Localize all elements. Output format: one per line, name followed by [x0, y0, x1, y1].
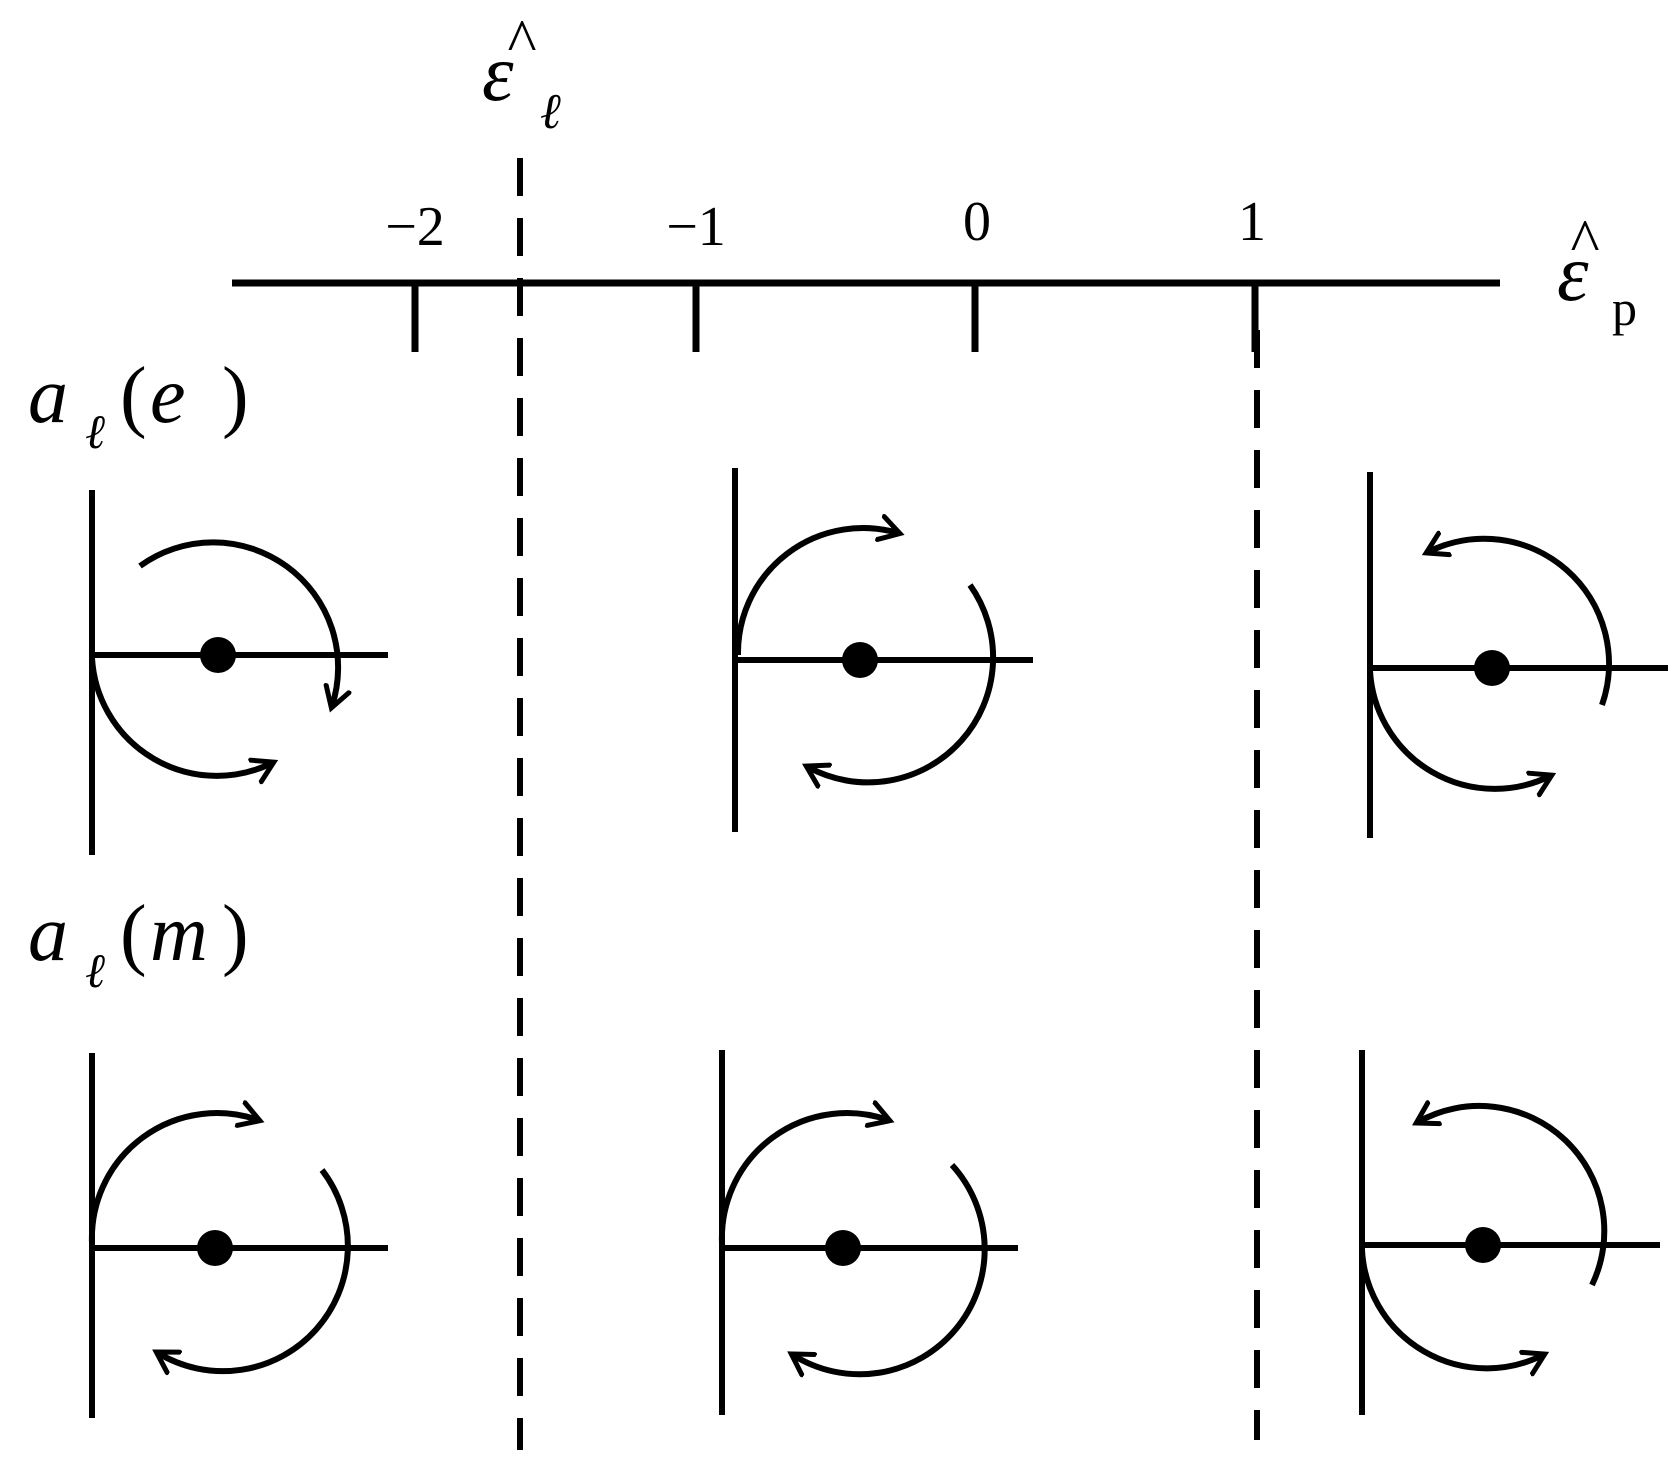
contour-pole	[200, 637, 236, 673]
marker-symbol-hat: ^	[507, 8, 536, 76]
contour-lower-arrow	[158, 1168, 351, 1371]
marker-symbol-epsilon: ε	[482, 30, 514, 118]
row-label-electric: a ℓ ( e )	[28, 352, 249, 459]
contour-electric-right	[1367, 472, 1668, 838]
row-label-electric-arg: e	[150, 352, 186, 440]
tick-label-0: 0	[963, 191, 991, 253]
contour-magnetic-left	[88, 1053, 388, 1418]
row-label-electric-subscript: ℓ	[85, 406, 105, 459]
row-label-electric-close: )	[222, 352, 249, 440]
contour-pole	[197, 1230, 233, 1266]
axis-symbol-epsilon: ε	[1557, 230, 1589, 318]
contour-pole	[1474, 650, 1510, 686]
row-label-electric-symbol: a	[28, 352, 68, 440]
dashed-markers: ^ ε ℓ	[482, 8, 1260, 1450]
marker-symbol-subscript: ℓ	[540, 83, 561, 139]
contour-upper-arrow	[718, 1113, 888, 1244]
contour-upper-arrow	[1428, 539, 1612, 706]
axis-symbol: ^ ε p	[1557, 208, 1637, 336]
contour-upper-arrow	[88, 1113, 258, 1244]
contour-upper-arrow	[734, 528, 898, 656]
row-label-magnetic: a ℓ ( m )	[28, 890, 249, 998]
row-label-magnetic-close: )	[222, 890, 249, 978]
row-label-magnetic-arg: m	[150, 890, 208, 978]
contour-lower-arrow	[1359, 1249, 1543, 1368]
contour-magnetic-right	[1359, 1050, 1660, 1415]
marker-symbol-eps-l: ^ ε ℓ	[482, 8, 561, 139]
contour-electric-left	[89, 490, 388, 855]
tick-label-minus-2: −2	[385, 196, 445, 258]
row-label-magnetic-subscript: ℓ	[85, 945, 105, 998]
contour-magnetic-middle	[718, 1050, 1018, 1415]
contour-lower-arrow	[1367, 670, 1550, 789]
row-label-electric-open: (	[120, 352, 147, 440]
row-label-magnetic-open: (	[120, 890, 147, 978]
tick-label-minus-1: −1	[666, 196, 726, 258]
contour-pole	[842, 642, 878, 678]
tick-label-1: 1	[1238, 191, 1266, 253]
axis-symbol-hat: ^	[1570, 208, 1599, 276]
contour-lower-arrow	[808, 583, 997, 782]
contour-upper-arrow	[138, 539, 338, 706]
contour-pole	[825, 1230, 861, 1266]
contour-upper-arrow	[1418, 1106, 1608, 1287]
energy-axis: −2 −1 0 1 ^ ε p	[232, 191, 1637, 352]
contour-electric-middle	[732, 468, 1033, 832]
row-label-magnetic-symbol: a	[28, 890, 68, 978]
contour-lower-arrow	[89, 657, 272, 776]
contour-pole	[1465, 1227, 1501, 1263]
contour-lower-arrow	[793, 1162, 988, 1374]
axis-symbol-subscript: p	[1612, 280, 1637, 336]
